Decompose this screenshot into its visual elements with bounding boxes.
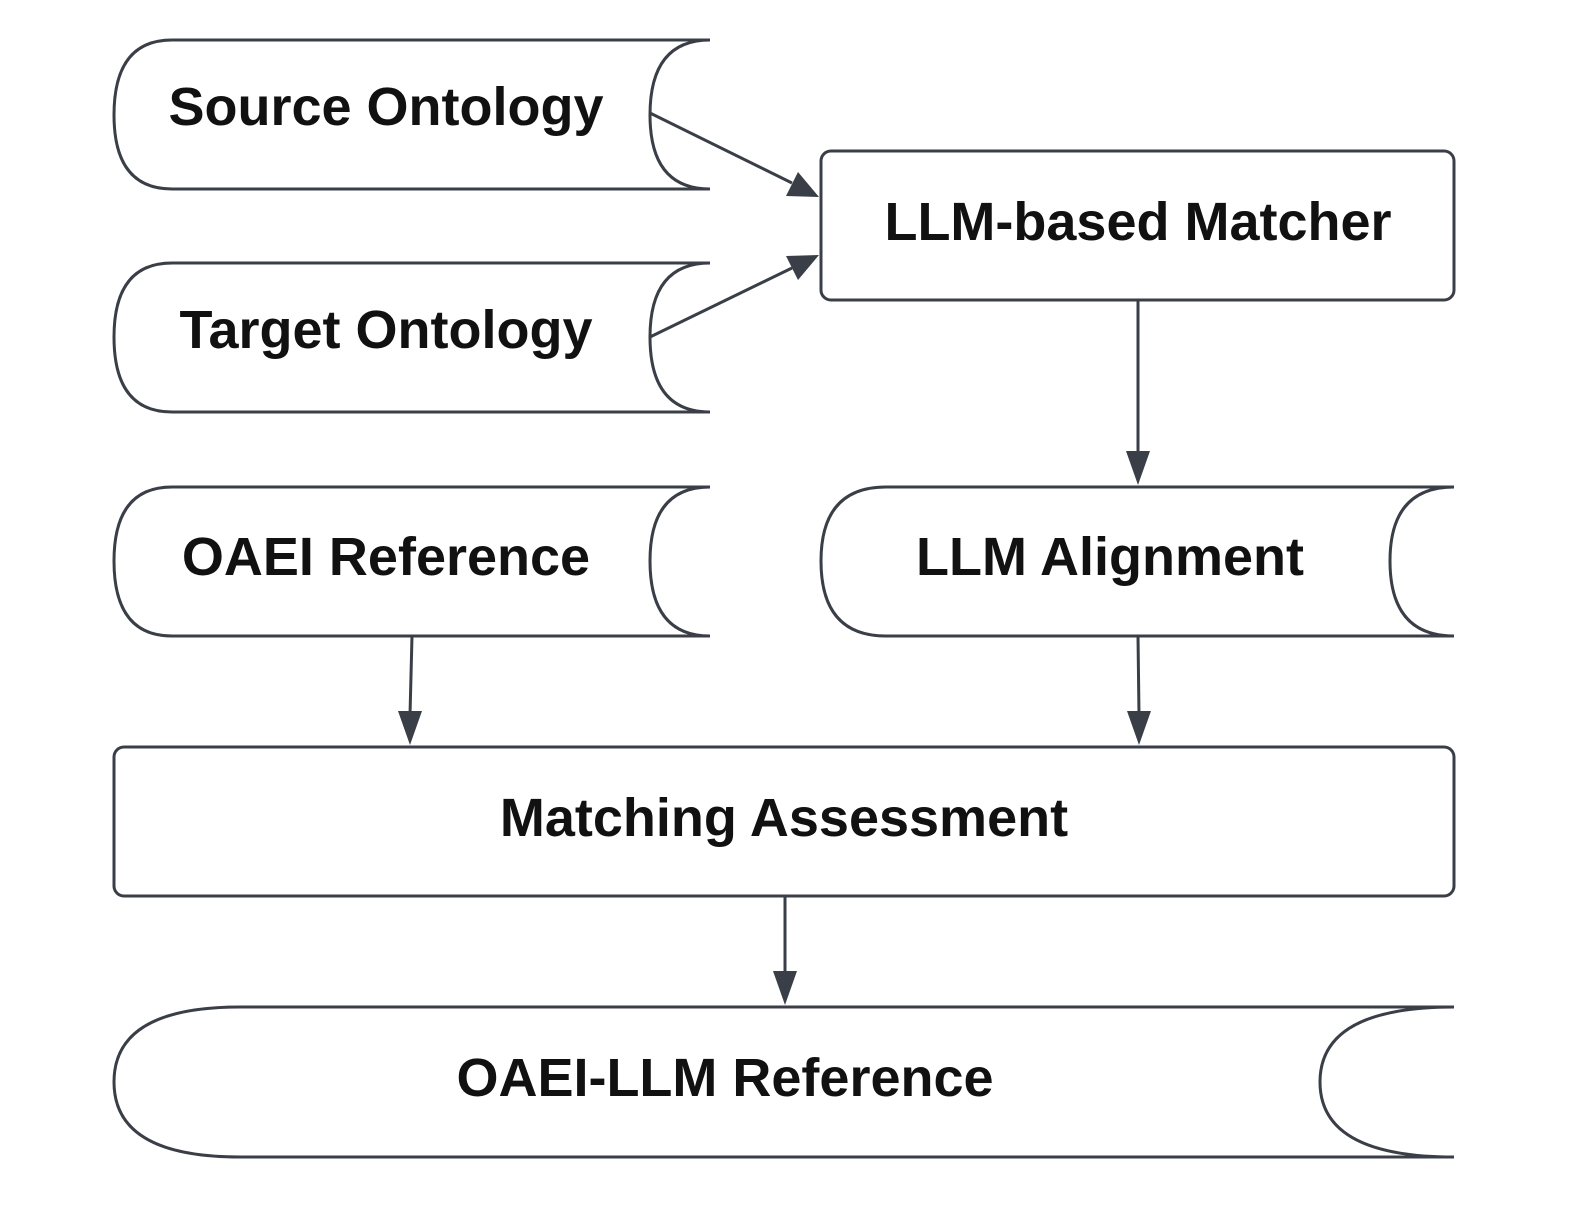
edge-line <box>1136 635 1141 716</box>
arrowhead-icon <box>773 971 797 1005</box>
target-ontology-shape <box>112 261 711 414</box>
node-oaei-llm-reference[interactable]: OAEI-LLM Reference <box>112 1005 1455 1159</box>
arrowhead-icon <box>1126 451 1150 485</box>
edge-line <box>649 111 793 185</box>
node-matching-assessment[interactable]: Matching Assessment <box>112 745 1456 898</box>
edge-assessment-to-final <box>773 896 797 1005</box>
matching-assessment-label: Matching Assessment <box>500 788 1068 848</box>
arrowhead-icon <box>1127 711 1151 745</box>
node-oaei-reference[interactable]: OAEI Reference <box>112 485 711 638</box>
node-llm-based-matcher[interactable]: LLM-based Matcher <box>819 149 1456 302</box>
edge-source-to-matcher <box>649 111 819 197</box>
llm-alignment-label: LLM Alignment <box>916 527 1304 587</box>
llm-matcher-label: LLM-based Matcher <box>884 192 1391 252</box>
edge-alignment-to-assessment <box>1127 635 1151 745</box>
arrowhead-icon <box>786 172 819 197</box>
source-ontology-shape <box>112 38 711 191</box>
edge-reference-to-assessment <box>398 635 422 745</box>
edge-matcher-to-alignment <box>1126 300 1150 485</box>
node-llm-alignment[interactable]: LLM Alignment <box>819 485 1455 638</box>
arrowhead-icon <box>398 711 422 745</box>
oaei-llm-reference-label: OAEI-LLM Reference <box>456 1048 993 1108</box>
llm-alignment-shape <box>819 485 1455 638</box>
oaei-reference-shape <box>112 485 711 638</box>
arrowhead-icon <box>786 255 819 280</box>
edge-line <box>408 635 414 716</box>
oaei-llm-reference-shape <box>112 1005 1455 1159</box>
edge-line <box>649 266 793 339</box>
source-ontology-label: Source Ontology <box>168 77 603 137</box>
node-target-ontology[interactable]: Target Ontology <box>112 261 711 414</box>
node-source-ontology[interactable]: Source Ontology <box>112 38 711 191</box>
oaei-reference-label: OAEI Reference <box>182 527 590 587</box>
target-ontology-label: Target Ontology <box>180 300 593 360</box>
edge-target-to-matcher <box>649 255 819 339</box>
